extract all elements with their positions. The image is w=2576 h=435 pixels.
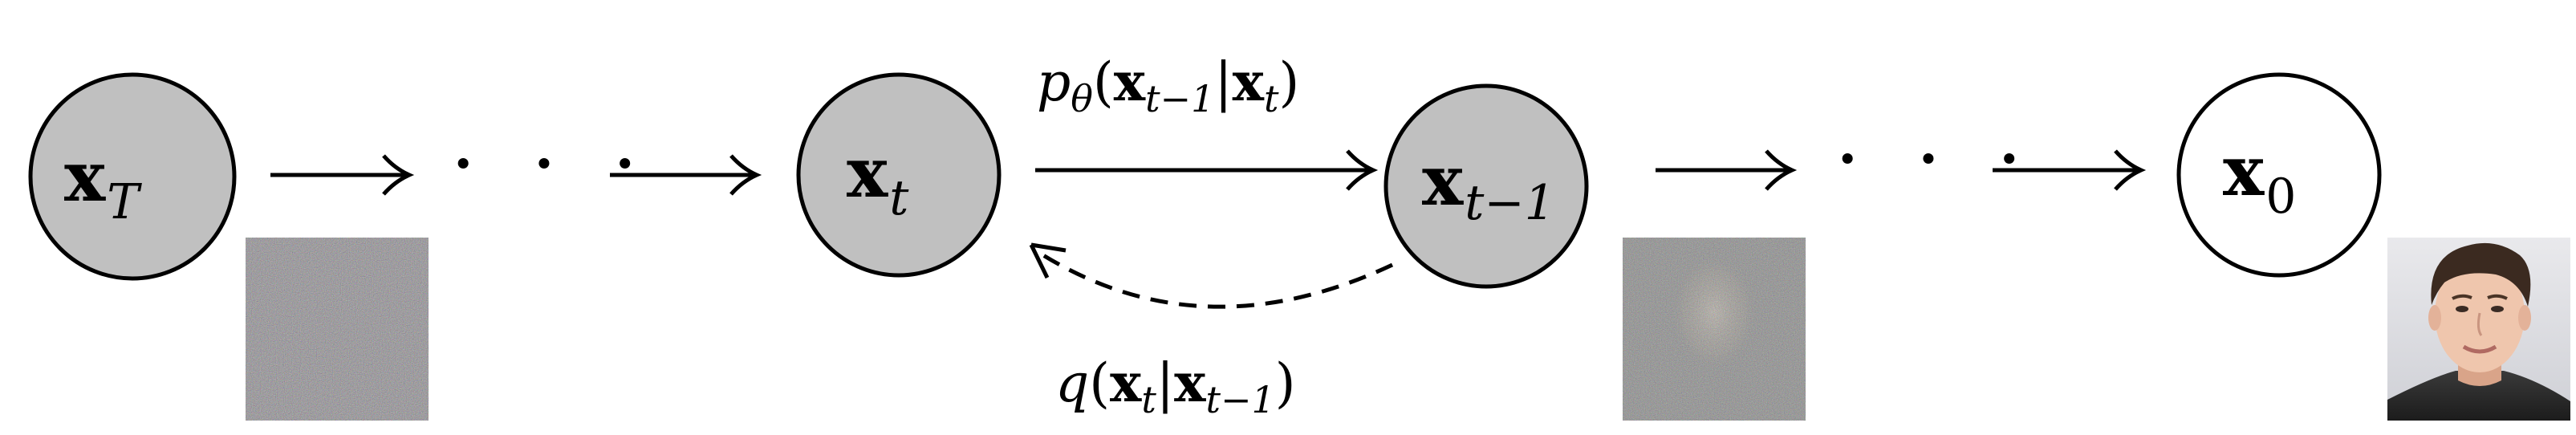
dashed-arrow-xt-minus-1-to-xt [1029, 242, 1394, 309]
face-photo-x0 [2387, 238, 2570, 421]
node-x-t-minus-1: xt−1 [1383, 83, 1589, 289]
node-x-0-label: x0 [2223, 131, 2296, 225]
noisy-face-image-xt-minus-1 [1623, 237, 1806, 421]
node-x-0-circle [2176, 72, 2382, 278]
node-x-t-label: xt [847, 132, 909, 226]
arrow-xt-minus-1-to-ellipsis [1656, 149, 1798, 191]
node-x-t-circle [796, 72, 1002, 278]
node-x-t-minus-1-label: xt−1 [1422, 140, 1555, 231]
node-x-t-minus-1-circle [1383, 83, 1589, 289]
ellipsis-right: · · · [1838, 125, 2040, 192]
node-x-t: xt [796, 72, 1002, 278]
reverse-process-label: pθ(xt−1|xt) [1037, 51, 1299, 120]
noise-image-xT [246, 238, 429, 421]
node-x-T-label: xT [64, 136, 142, 230]
node-x-0: x0 [2176, 72, 2382, 278]
ellipsis-left: · · · [453, 130, 656, 197]
node-x-T: xT [28, 72, 237, 281]
arrow-xT-to-ellipsis [270, 154, 415, 196]
forward-process-label: q(xt|xt−1) [1055, 352, 1296, 421]
arrow-ellipsis-to-xt [610, 154, 762, 196]
arrow-xt-to-xt-minus-1 [1035, 149, 1379, 191]
node-x-T-circle [28, 72, 237, 281]
arrow-ellipsis-to-x0 [1993, 149, 2147, 191]
